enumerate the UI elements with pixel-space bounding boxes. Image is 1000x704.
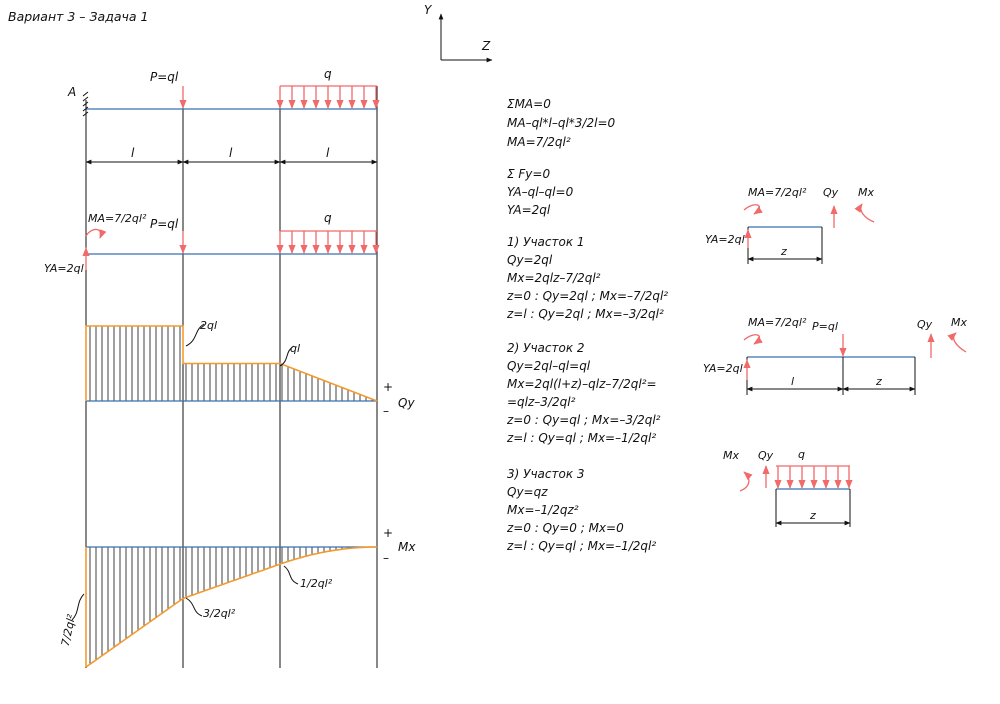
coordinate-axes: Y Z: [424, 3, 493, 63]
reaction-moment-label: MA=7/2ql²: [88, 212, 147, 225]
shear-value-ql: ql: [290, 342, 300, 355]
shear-leader-ql: [279, 345, 295, 367]
section-3-zl: z=l : Qy=ql ; Mx=–1/2ql²: [506, 539, 656, 553]
axis-y-label: Y: [424, 3, 433, 17]
moment-value-32: 3/2ql²: [203, 607, 236, 620]
axis-z-label: Z: [481, 39, 491, 53]
distributed-load-2: [276, 230, 380, 254]
shear-value-2ql: 2ql: [200, 319, 217, 332]
eq-force-result: YA=2ql: [507, 203, 551, 217]
shear-diagram-name: Qy: [398, 396, 415, 410]
section-1-z0: z=0 : Qy=2ql ; Mx=–7/2ql²: [506, 289, 668, 303]
fb1-bend-label: Mx: [858, 186, 874, 199]
section-2-zl: z=l : Qy=ql ; Mx=–1/2ql²: [506, 431, 656, 445]
eq-moment-sum: ΣMA=0: [507, 97, 551, 111]
eq-force-sum: Σ Fy=0: [507, 167, 550, 181]
section-3-z0: z=0 : Qy=0 ; Mx=0: [506, 521, 624, 535]
fb3-load-label: q: [798, 448, 805, 461]
moment-plus-sign: +: [383, 526, 393, 540]
free-body-3: z q Qy Mx: [723, 448, 853, 527]
moment-diagram: 7/2ql² 3/2ql² 1/2ql² + – Mx: [59, 526, 416, 668]
section-1-shear: Qy=2ql: [507, 253, 553, 267]
fb2-load-label: P=ql: [812, 320, 838, 333]
moment-leader-72: [71, 593, 85, 621]
fb1-coord: z: [780, 245, 787, 258]
fb2-force-label: YA=2ql: [703, 362, 743, 375]
point-load-label-2: P=ql: [150, 217, 179, 231]
shear-diagram: 2ql ql + – Qy: [85, 319, 415, 418]
span-dimensions: l l l: [85, 146, 378, 165]
eq-moment-result: MA=7/2ql²: [507, 135, 571, 149]
section-2-z0: z=0 : Qy=ql ; Mx=–3/2ql²: [506, 413, 661, 427]
moment-hatching: [89, 547, 373, 665]
eq-moment-balance: MA–ql*l–ql*3/2l=0: [507, 116, 616, 130]
fb3-coord: z: [809, 509, 816, 522]
section-2-shear: Qy=2ql–ql=ql: [507, 359, 591, 373]
fb2-bend-label: Mx: [951, 316, 967, 329]
point-load-label: P=ql: [150, 70, 179, 84]
fb2-moment-arrow: [743, 334, 763, 345]
section-2-moment-cont: =qlz–3/2ql²: [507, 395, 576, 409]
moment-outline: [85, 546, 377, 668]
distributed-load-label-2: q: [324, 211, 332, 225]
distributed-load: [276, 85, 380, 109]
distributed-load-label: q: [324, 67, 332, 81]
moment-value-12: 1/2ql²: [300, 577, 333, 590]
fb1-moment-arrow: [743, 204, 763, 215]
section-3-title: 3) Участок 3: [507, 467, 585, 481]
moment-leader-32: [185, 597, 203, 617]
span-label-3: l: [326, 146, 330, 160]
fb3-bend-arrow: [739, 471, 753, 492]
beam-scheme-1: A P=ql q l l l: [67, 67, 380, 165]
moment-leader-12: [283, 565, 299, 585]
free-body-1: z MA=7/2ql² YA=2ql Qy Mx: [705, 186, 874, 264]
fb2-shear-label: Qy: [917, 318, 933, 331]
fb1-bend-arrow: [854, 203, 875, 223]
fb1-shear-label: Qy: [823, 186, 839, 199]
shear-hatching: [89, 326, 373, 401]
section-1-zl: z=l : Qy=2ql ; Mx=–3/2ql²: [506, 307, 664, 321]
shear-minus-sign: –: [383, 404, 389, 418]
moment-minus-sign: –: [383, 551, 389, 565]
fb1-force-label: YA=2ql: [705, 233, 745, 246]
section-2-title: 2) Участок 2: [507, 341, 585, 355]
fb3-bend-label: Mx: [723, 449, 739, 462]
fb3-shear-label: Qy: [758, 449, 774, 462]
moment-value-72: 7/2ql²: [59, 613, 79, 648]
shear-plus-sign: +: [383, 380, 393, 394]
section-1-moment: Mx=2qlz–7/2ql²: [507, 271, 601, 285]
support-label: A: [67, 85, 76, 99]
fb2-span: l: [791, 375, 794, 388]
reaction-force-label: YA=2ql: [44, 262, 84, 275]
shear-outline: [85, 325, 378, 402]
moment-diagram-name: Mx: [398, 540, 416, 554]
section-3-moment: Mx=–1/2qz²: [507, 503, 579, 517]
page-title: Вариант 3 – Задача 1: [8, 9, 148, 24]
fb3-distributed-load: [774, 465, 853, 489]
fb1-moment-label: MA=7/2ql²: [748, 186, 807, 199]
fb2-moment-label: MA=7/2ql²: [748, 316, 807, 329]
eq-force-balance: YA–ql–ql=0: [507, 185, 574, 199]
section-2-moment: Mx=2ql(l+z)–qlz–7/2ql²=: [507, 377, 657, 391]
section-3-shear: Qy=qz: [507, 485, 548, 499]
fb2-bend-arrow: [947, 332, 967, 353]
section-1-title: 1) Участок 1: [507, 235, 585, 249]
beam-scheme-2: MA=7/2ql² YA=2ql P=ql q: [44, 211, 380, 275]
fixed-support: [82, 91, 89, 117]
span-label-1: l: [131, 146, 135, 160]
equations-column: ΣMA=0 MA–ql*l–ql*3/2l=0 MA=7/2ql² Σ Fy=0…: [506, 97, 668, 553]
reaction-moment-arrow: [85, 228, 107, 239]
span-label-2: l: [229, 146, 233, 160]
free-body-2: l z MA=7/2ql² YA=2ql P=ql Qy Mx: [703, 316, 967, 395]
fb2-coord: z: [875, 375, 882, 388]
shear-leader-2ql: [185, 323, 205, 347]
